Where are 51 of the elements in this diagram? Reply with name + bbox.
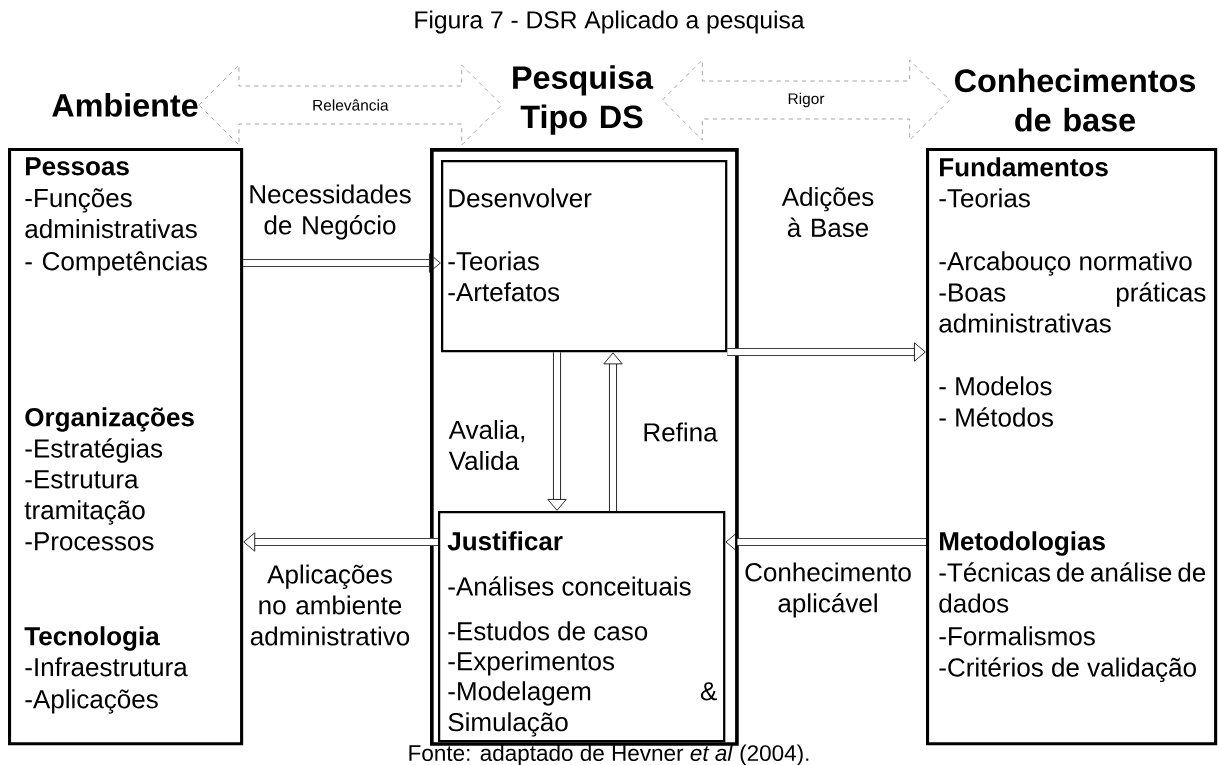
column-heading: Ambiente	[52, 93, 198, 117]
double-arrow	[661, 59, 951, 141]
edge-label: Conhecimento aplicável	[745, 562, 911, 618]
list-item: Desenvolver	[449, 188, 592, 208]
block-arrow	[727, 342, 926, 362]
list-item: -Formalismos	[939, 626, 1095, 646]
block-arrow	[547, 352, 567, 511]
double-arrow	[198, 64, 503, 146]
panel-box	[441, 160, 728, 353]
edge-label: Refina	[644, 422, 718, 442]
block-arrow	[603, 352, 623, 511]
column-heading: Pesquisa Tipo DS	[513, 65, 654, 135]
list-item: -Processos	[25, 532, 154, 551]
block-arrow	[725, 532, 926, 552]
list-item: -Teorias	[448, 251, 539, 271]
edge-label: Adições à Base	[781, 187, 874, 238]
category-heading: Metodologias	[940, 531, 1105, 556]
list-item: -Estratégias	[25, 438, 163, 463]
block-arrow	[243, 532, 438, 552]
edge-label: Necessidades de Negócio	[250, 184, 411, 240]
list-item: -Modelagem & Simulação	[448, 681, 717, 737]
edge-label: Avalia, Valida	[448, 420, 524, 471]
category-heading: Tecnologia	[24, 626, 160, 651]
column-heading: Conhecimentos de base	[955, 68, 1195, 132]
figure-title: Figura 7 - DSR Aplicado a pesquisa	[415, 10, 805, 34]
category-heading: Fundamentos	[940, 157, 1108, 177]
list-item: -Arcabouço normativo	[939, 251, 1192, 276]
list-item: - Competências	[25, 251, 207, 276]
list-item: -Técnicas de análise de dados	[939, 562, 1206, 613]
edge-label: Aplicações no ambiente administrativo	[250, 564, 410, 646]
list-item: -Funções administrativas	[25, 188, 197, 239]
block-arrow	[243, 253, 441, 273]
list-item: -Aplicações	[25, 689, 158, 714]
list-item: -Teorias	[939, 188, 1030, 208]
list-item: -Boas práticas administrativas	[939, 282, 1206, 333]
category-heading: Organizações	[25, 407, 194, 432]
caption: Fonte: adaptado de Hevner et al (2004).	[409, 744, 809, 765]
category-heading: Pessoas	[26, 157, 129, 176]
list-item: -Análises conceituais	[448, 576, 691, 596]
list-item: -Estudos de caso	[448, 621, 648, 641]
edge-label: Rigor	[786, 91, 826, 109]
list-item: -Critérios de validação	[939, 657, 1196, 682]
category-heading: Justificar	[447, 531, 563, 551]
list-item: -Artefatos	[448, 282, 560, 302]
list-item: -Infraestrutura	[25, 657, 188, 677]
list-item: -Experimentos	[448, 651, 615, 676]
list-item: -Estrutura tramitação	[24, 470, 145, 525]
panel-box	[438, 511, 726, 743]
edge-label: Relevância	[310, 97, 390, 113]
list-item: - Modelos	[939, 376, 1052, 396]
list-item: - Métodos	[939, 407, 1053, 427]
